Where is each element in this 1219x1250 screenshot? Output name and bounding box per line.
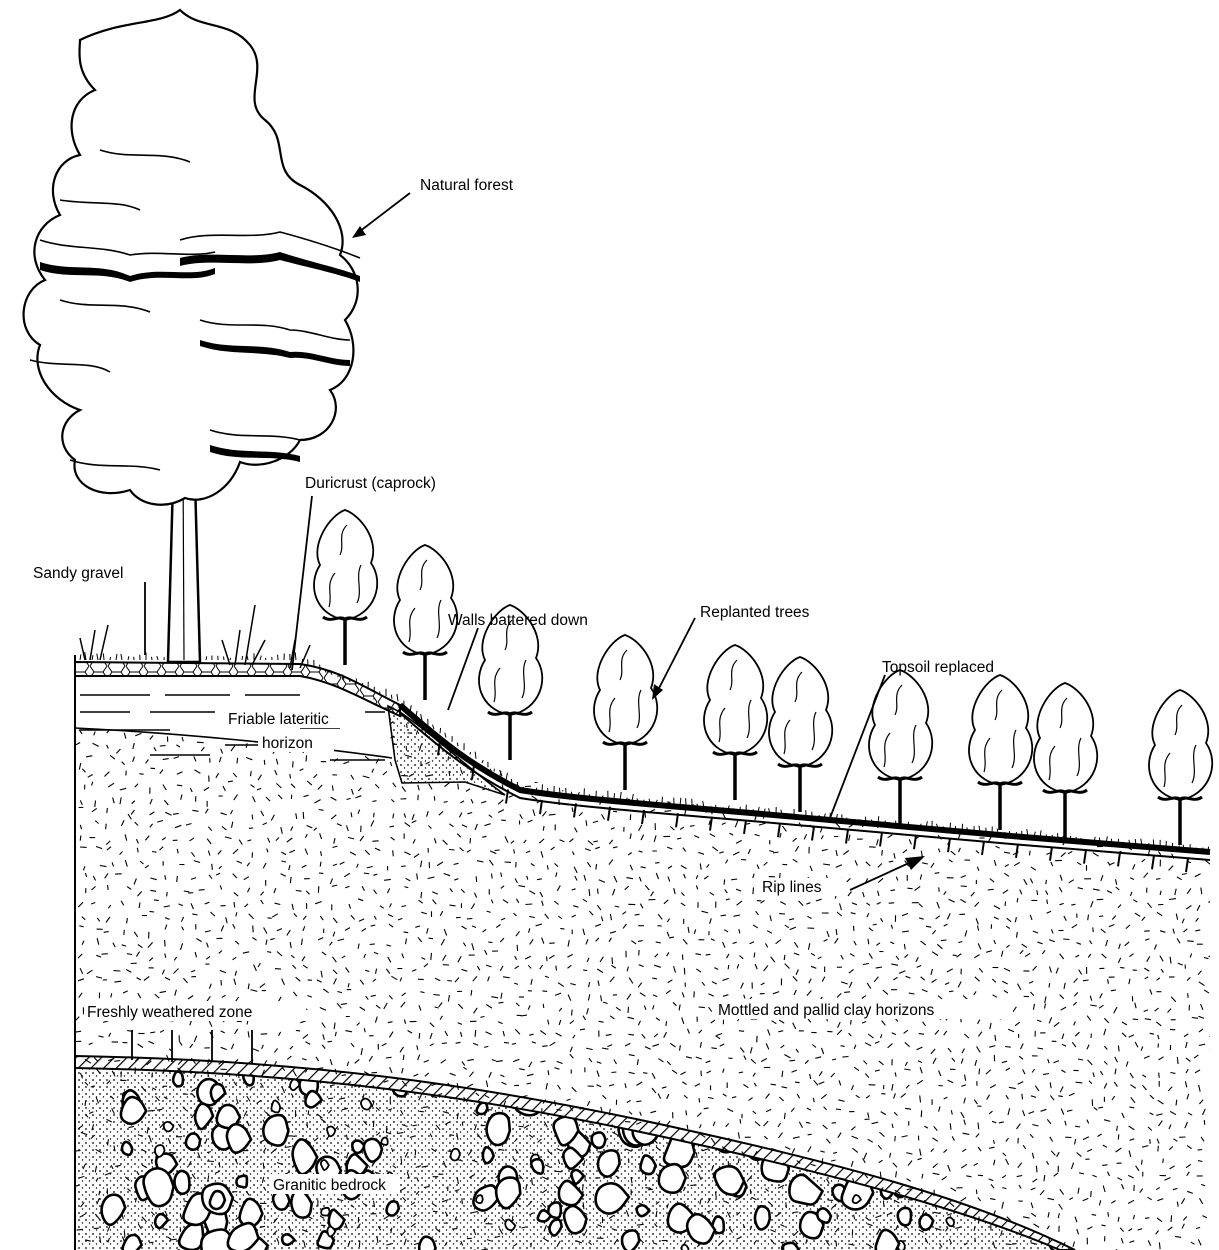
replanted-tree (704, 645, 767, 800)
replanted-tree (969, 675, 1032, 830)
replanted-tree (594, 635, 657, 790)
granitic-bedrock (75, 1060, 1215, 1250)
label-topsoil-replaced: Topsoil replaced (882, 659, 994, 676)
label-freshly-weathered: Freshly weathered zone (87, 1004, 252, 1021)
label-sandy-gravel: Sandy gravel (33, 565, 123, 582)
label-rip-lines: Rip lines (762, 879, 822, 896)
replanted-tree (1034, 683, 1097, 838)
label-natural-forest: Natural forest (420, 177, 514, 194)
replanted-trees (314, 510, 1212, 845)
label-granitic-bedrock: Granitic bedrock (273, 1177, 386, 1194)
label-walls-battered: Walls battered down (448, 612, 588, 629)
replanted-tree (314, 510, 377, 665)
label-mottled-pallid: Mottled and pallid clay horizons (718, 1002, 935, 1019)
label-duricrust: Duricrust (caprock) (305, 475, 436, 492)
label-replanted-trees: Replanted trees (700, 604, 810, 621)
replanted-tree (769, 657, 832, 812)
label-friable-line1: Friable lateritic (228, 711, 329, 728)
replanted-tree (1149, 690, 1212, 845)
label-friable-line2: horizon (262, 735, 313, 752)
battered-wall (388, 706, 505, 795)
